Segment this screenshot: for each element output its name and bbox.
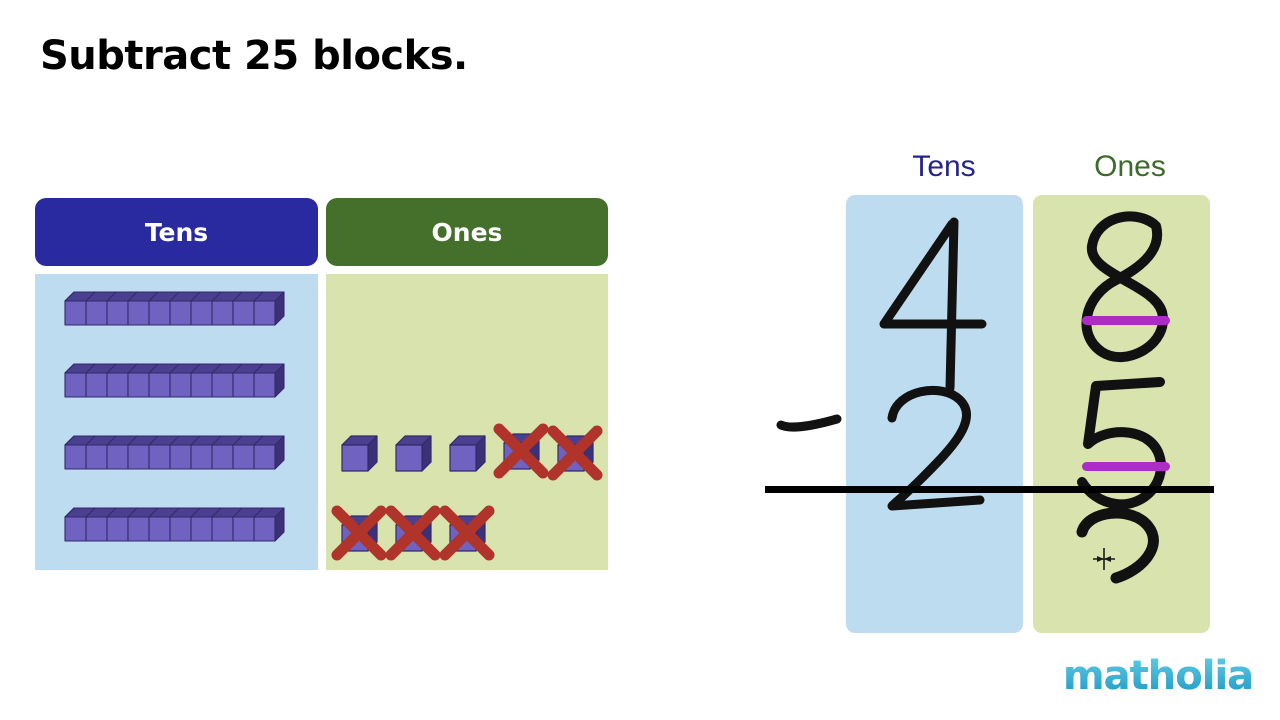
algorithm-column-ones: [1033, 195, 1210, 633]
blocks-panel-tens: [35, 274, 318, 570]
crosshair-pen-cursor-icon: [1093, 548, 1115, 570]
algorithm-column-tens: [846, 195, 1023, 633]
unit-cube-4: [502, 432, 540, 470]
ten-rod-3: [63, 434, 293, 470]
blocks-header-tens: Tens: [35, 198, 318, 266]
vertical-subtraction-worksheet: Tens Ones: [760, 150, 1220, 650]
page-title: Subtract 25 blocks.: [40, 33, 468, 79]
matholia-logo: matholia matholia: [1061, 651, 1263, 701]
digit-minuend-tens: [870, 212, 1000, 402]
digit-answer-ones-partial: [1060, 500, 1190, 630]
digit-subtrahend-ones: [1060, 368, 1190, 528]
matholia-logo-text: matholia: [1063, 653, 1263, 699]
minus-operator-icon: [775, 408, 845, 438]
blocks-header-ones: Ones: [326, 198, 608, 266]
ten-rod-4: [63, 506, 293, 542]
unit-cube-3: [448, 434, 486, 472]
unit-cube-1: [340, 434, 378, 472]
unit-cube-6: [340, 514, 378, 552]
blocks-panel-ones: [326, 274, 608, 570]
algorithm-label-ones: Ones: [1094, 150, 1166, 183]
digit-minuend-ones: [1058, 202, 1188, 392]
ten-rod-1: [63, 290, 293, 326]
underline-ones-minuend: [1082, 316, 1170, 325]
blocks-header-ones-label: Ones: [431, 217, 503, 247]
ten-rod-2: [63, 362, 293, 398]
blocks-header-tens-label: Tens: [144, 217, 209, 247]
unit-cube-5: [556, 434, 594, 472]
algorithm-label-tens: Tens: [912, 150, 976, 183]
unit-cube-7: [394, 514, 432, 552]
underline-ones-subtrahend: [1082, 462, 1170, 471]
unit-cube-8: [448, 514, 486, 552]
digit-subtrahend-tens: [872, 378, 1002, 528]
place-value-blocks-chart: Tens Ones: [35, 198, 608, 570]
unit-cube-2: [394, 434, 432, 472]
matholia-logo-outline: matholia: [1061, 651, 1263, 701]
answer-rule: [765, 486, 1214, 493]
